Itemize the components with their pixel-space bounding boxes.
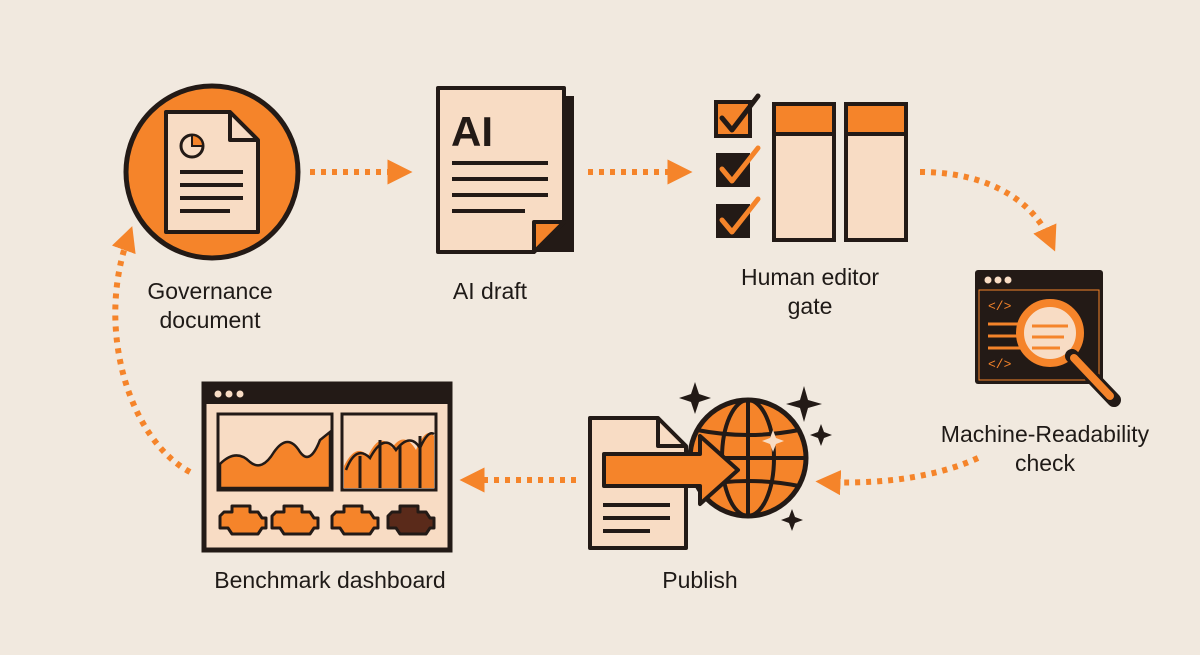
svg-text:</>: </>: [988, 357, 1012, 372]
machine-readability-label-line-1: Machine-Readability: [940, 421, 1150, 447]
ai-draft-label-line-1: AI draft: [452, 278, 528, 304]
human-editor-gate-label: Human editor gate: [700, 263, 920, 321]
publish-label-line-1: Publish: [662, 567, 738, 593]
human-editor-label-line-1: Human editor: [740, 264, 880, 290]
human-editor-label-line-2: gate: [787, 293, 833, 319]
flow-arrows: [111, 159, 1057, 496]
governance-document-label: Governance document: [110, 277, 310, 335]
ai-draft-icon: AI: [436, 86, 574, 254]
ai-draft-label: AI draft: [400, 277, 580, 306]
machine-readability-icon: </> </>: [975, 270, 1121, 407]
publish-label: Publish: [600, 566, 800, 595]
arrow-benchmark-to-governance: [111, 226, 192, 475]
governance-label-line-2: document: [159, 307, 261, 333]
machine-readability-label: Machine-Readability check: [900, 420, 1190, 478]
svg-text:</>: </>: [988, 299, 1012, 314]
publish-icon: [588, 382, 832, 550]
arrow-human-to-machine: [919, 169, 1057, 252]
benchmark-dashboard-icon: [201, 381, 453, 553]
ai-draft-glyph: AI: [451, 108, 493, 155]
governance-label-line-1: Governance: [147, 278, 273, 304]
arrow-machine-to-publish: [815, 455, 980, 496]
machine-readability-label-line-2: check: [1014, 450, 1076, 476]
benchmark-dashboard-label: Benchmark dashboard: [160, 566, 500, 595]
governance-document-icon: [123, 83, 301, 261]
human-editor-checklist-icon: [714, 93, 908, 242]
benchmark-label-line-1: Benchmark dashboard: [214, 567, 446, 593]
